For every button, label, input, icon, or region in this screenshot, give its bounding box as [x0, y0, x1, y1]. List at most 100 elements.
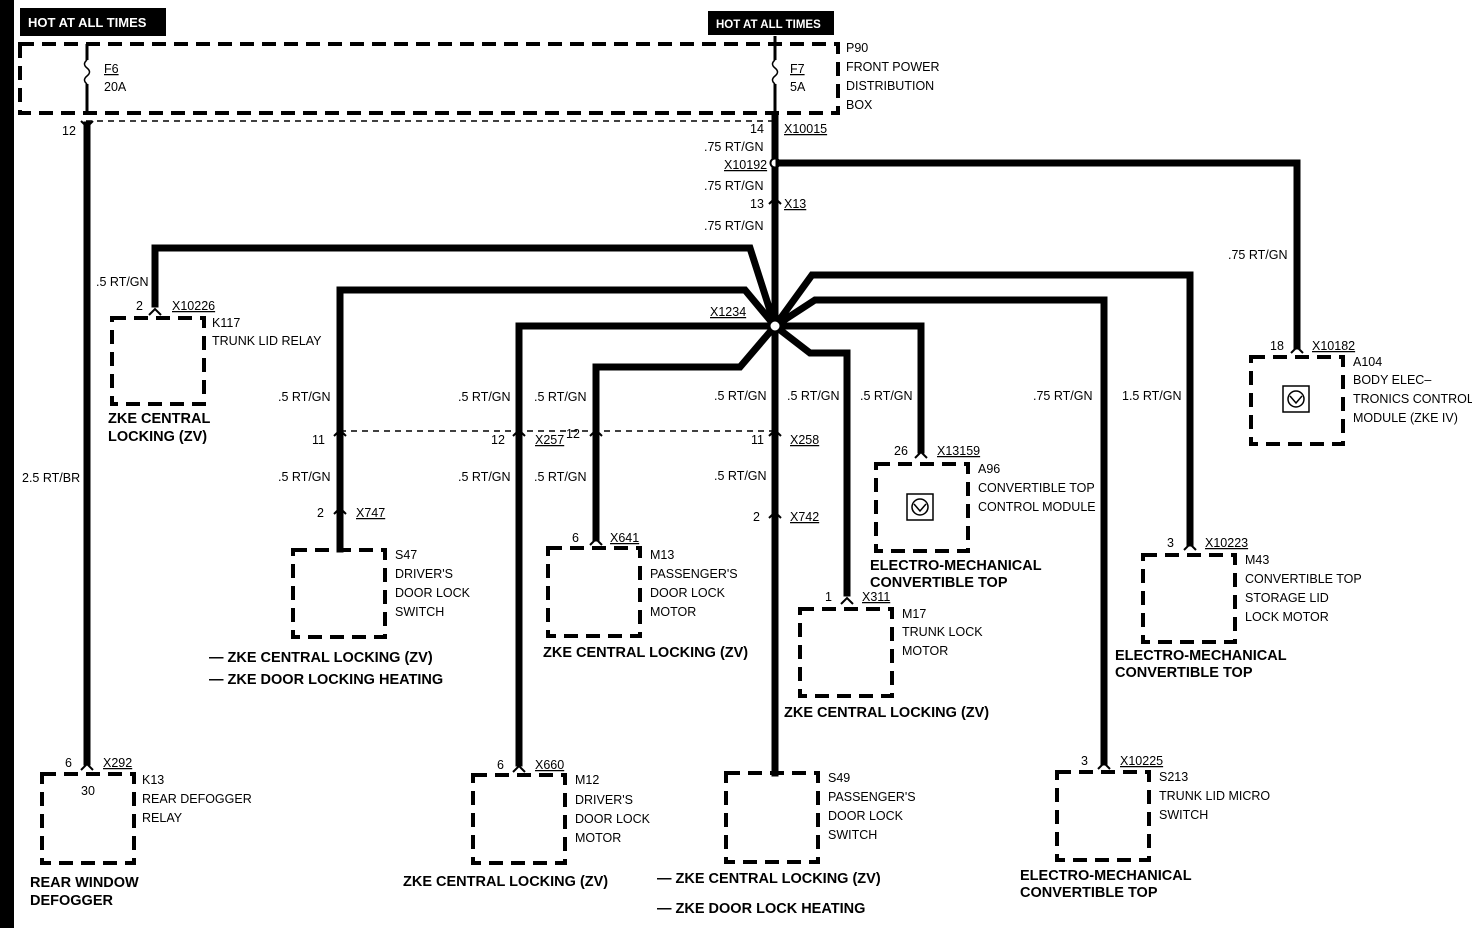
fuse-f6-id: F6 — [104, 62, 119, 76]
s47-caption-1: — ZKE CENTRAL LOCKING (ZV) — [209, 650, 433, 666]
label-x10015: X10015 — [784, 122, 827, 136]
label-pin12-b: 12 — [566, 427, 580, 441]
m43-pin: 3 — [1167, 536, 1174, 550]
wire-m43 — [770, 271, 1194, 547]
m13-line-2: DOOR LOCK — [650, 586, 726, 600]
m13-line-3: MOTOR — [650, 605, 696, 619]
hot-label-left-text: HOT AT ALL TIMES — [28, 15, 147, 30]
k13-box — [40, 772, 136, 865]
fuse-f6-rating: 20A — [104, 80, 127, 94]
a104-line-3: MODULE (ZKE IV) — [1353, 411, 1458, 425]
a104-conn: X10182 — [1312, 339, 1355, 353]
s213-line-1: TRUNK LID MICRO — [1159, 789, 1270, 803]
m43-caption-1: ELECTRO-MECHANICAL — [1115, 648, 1287, 664]
connector-x747 — [333, 506, 347, 515]
m12-id: M12 — [575, 773, 599, 787]
k13-id: K13 — [142, 773, 164, 787]
k13-caption-2: DEFOGGER — [30, 893, 114, 909]
label-pin14: 14 — [750, 122, 764, 136]
m12-conn: X660 — [535, 758, 564, 772]
m43-line-1: CONVERTIBLE TOP — [1245, 572, 1362, 586]
component-m12: 6 X660 M12 DRIVER'S DOOR LOCK MOTOR ZKE … — [403, 758, 651, 890]
label-pin2-s47: 2 — [317, 506, 324, 520]
a104-pin: 18 — [1270, 339, 1284, 353]
m17-line-2: MOTOR — [902, 644, 948, 658]
component-s213: 3 X10225 S213 TRUNK LID MICRO SWITCH ELE… — [1020, 754, 1270, 901]
label-x258: X258 — [790, 433, 819, 447]
m43-caption-2: CONVERTIBLE TOP — [1115, 665, 1253, 681]
label-pin13: 13 — [750, 197, 764, 211]
m12-pin: 6 — [497, 758, 504, 772]
k117-box — [110, 316, 206, 406]
m43-box — [1141, 553, 1237, 644]
a96-line-2: CONTROL MODULE — [978, 500, 1096, 514]
component-a96: 26 X13159 A96 CONVERTIBLE TOP CONTROL MO… — [870, 444, 1096, 591]
s47-line-3: SWITCH — [395, 605, 444, 619]
s47-caption-2: — ZKE DOOR LOCKING HEATING — [209, 672, 443, 688]
wire-a104 — [775, 159, 1301, 350]
s213-caption-1: ELECTRO-MECHANICAL — [1020, 868, 1192, 884]
connector-pin-m12 — [512, 428, 526, 437]
m12-line-1: DRIVER'S — [575, 793, 633, 807]
label-x10192: X10192 — [724, 158, 767, 172]
a96-line-1: CONVERTIBLE TOP — [978, 481, 1095, 495]
a96-module-icon — [906, 493, 934, 521]
a96-box — [874, 462, 970, 553]
a96-caption-1: ELECTRO-MECHANICAL — [870, 558, 1042, 574]
label-x747: X747 — [356, 506, 385, 520]
label-s47-bot: .5 RT/GN — [278, 470, 331, 484]
label-w075c: .75 RT/GN — [704, 219, 764, 233]
label-w075b: .75 RT/GN — [704, 179, 764, 193]
m43-line-2: STORAGE LID — [1245, 591, 1329, 605]
s49-caption-1: — ZKE CENTRAL LOCKING (ZV) — [657, 871, 881, 887]
m17-line-1: TRUNK LOCK — [902, 625, 983, 639]
wire-s213 — [770, 296, 1108, 766]
fuse-box-name-1: FRONT POWER — [846, 60, 940, 74]
fuse-f7: F7 5A — [771, 36, 806, 113]
m12-line-3: MOTOR — [575, 831, 621, 845]
connector-pin12-left — [80, 120, 94, 129]
a104-line-1: BODY ELEC– — [1353, 373, 1431, 387]
label-x742: X742 — [790, 510, 819, 524]
s47-line-1: DRIVER'S — [395, 567, 453, 581]
label-s47-top: .5 RT/GN — [278, 390, 331, 404]
label-m12-top: .5 RT/GN — [458, 390, 511, 404]
wire-m12 — [515, 322, 779, 767]
label-pin2-s49: 2 — [753, 510, 760, 524]
hot-label-right-text: HOT AT ALL TIMES — [716, 19, 821, 31]
a96-pin: 26 — [894, 444, 908, 458]
component-s49: S49 PASSENGER'S DOOR LOCK SWITCH — ZKE C… — [657, 771, 916, 917]
component-k13: 6 X292 30 K13 REAR DEFOGGER RELAY REAR W… — [30, 756, 252, 909]
k13-caption-1: REAR WINDOW — [30, 875, 139, 891]
m12-box — [471, 773, 567, 865]
k117-pin: 2 — [136, 299, 143, 313]
a96-conn: X13159 — [937, 444, 980, 458]
m43-line-3: LOCK MOTOR — [1245, 610, 1329, 624]
a104-box — [1249, 355, 1345, 446]
m43-conn: X10223 — [1205, 536, 1248, 550]
s49-line-2: DOOR LOCK — [828, 809, 904, 823]
m13-line-1: PASSENGER'S — [650, 567, 738, 581]
splice-x1234 — [767, 318, 783, 334]
s213-pin: 3 — [1081, 754, 1088, 768]
m13-conn: X641 — [610, 531, 639, 545]
fuse-f7-rating: 5A — [790, 80, 806, 94]
m17-id: M17 — [902, 607, 926, 621]
k13-pin-inner: 30 — [81, 784, 95, 798]
k117-conn: X10226 — [172, 299, 215, 313]
k13-conn: X292 — [103, 756, 132, 770]
m12-caption-1: ZKE CENTRAL LOCKING (ZV) — [403, 874, 608, 890]
connector-x13 — [768, 196, 782, 205]
s213-conn: X10225 — [1120, 754, 1163, 768]
component-k117: 2 X10226 K117 TRUNK LID RELAY ZKE CENTRA… — [108, 299, 322, 445]
fuse-f7-id: F7 — [790, 62, 805, 76]
a104-module-icon — [1282, 385, 1310, 413]
wire-a96 — [771, 322, 925, 454]
fuse-box-name-2: DISTRIBUTION — [846, 79, 934, 93]
k117-line-1: TRUNK LID RELAY — [212, 334, 322, 348]
a96-caption-2: CONVERTIBLE TOP — [870, 575, 1008, 591]
fuse-f6: F6 20A — [83, 44, 127, 113]
m13-caption-1: ZKE CENTRAL LOCKING (ZV) — [543, 645, 748, 661]
fuse-box-outline — [18, 42, 840, 115]
